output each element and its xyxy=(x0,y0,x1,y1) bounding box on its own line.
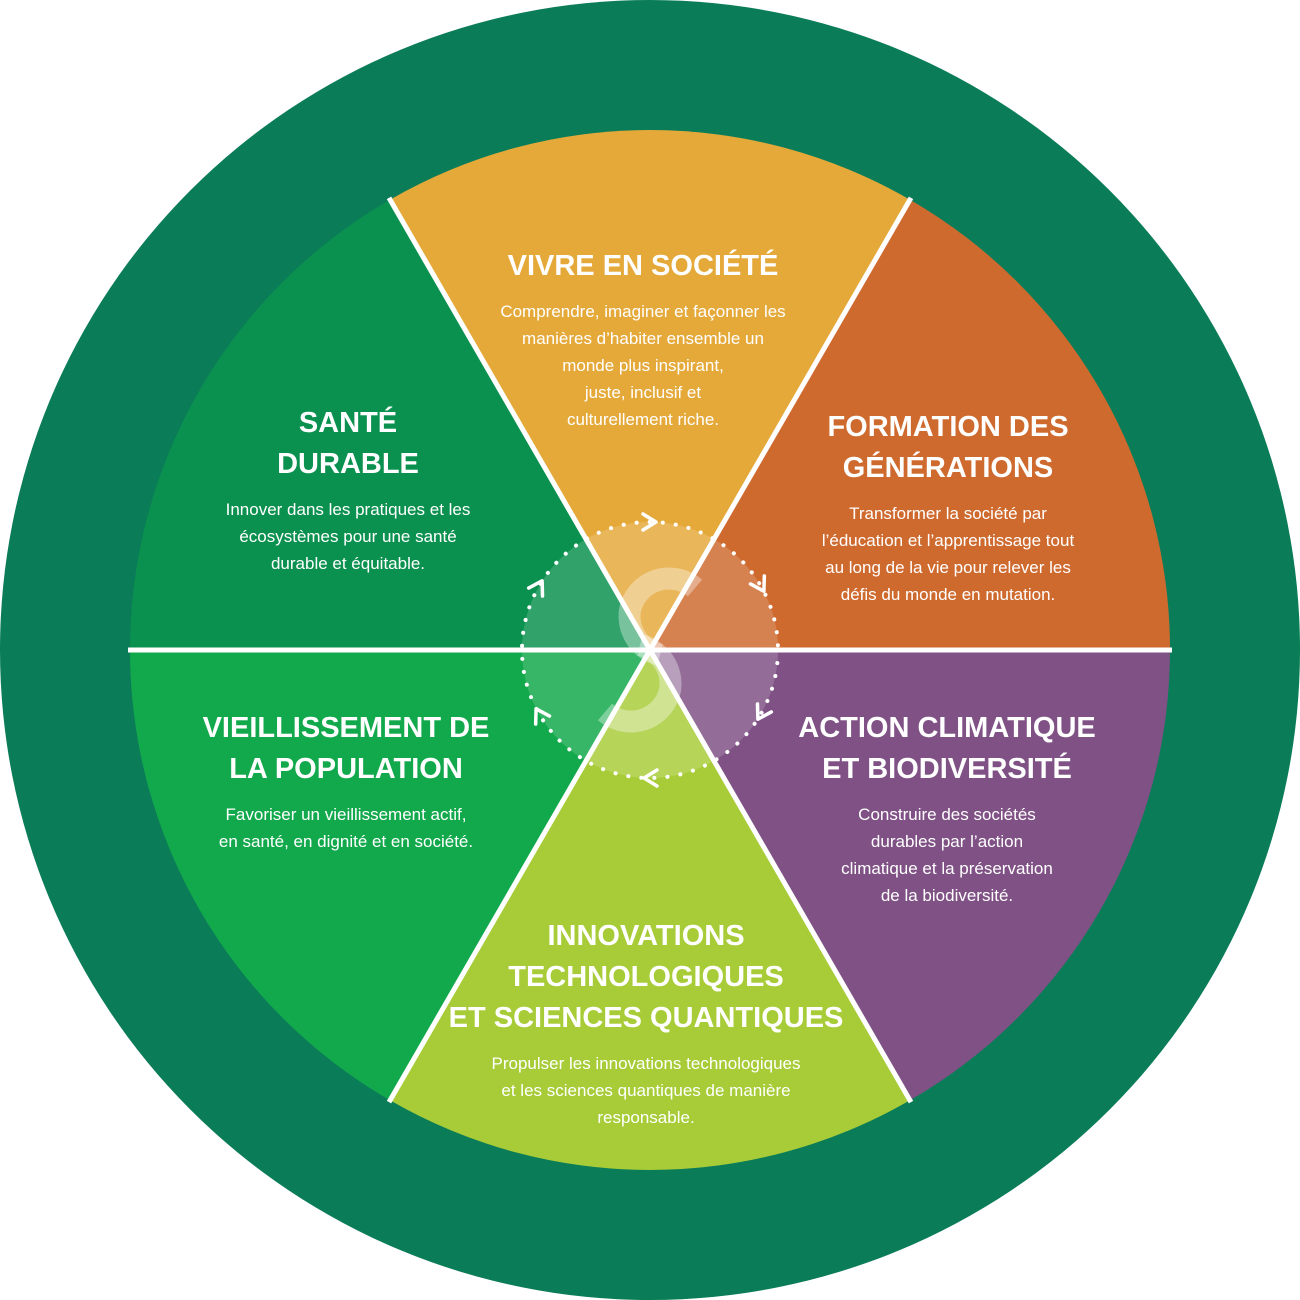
segment-description: et les sciences quantiques de manière xyxy=(501,1081,790,1100)
segment-description: monde plus inspirant, xyxy=(562,356,724,375)
segment-vieillissement-population xyxy=(130,650,650,1101)
center-logo-mark-icon xyxy=(597,567,703,733)
segment-description: Comprendre, imaginer et façonner les xyxy=(500,302,785,321)
segment-description: durables par l’action xyxy=(871,832,1023,851)
segment-description: culturellement riche. xyxy=(567,410,719,429)
segment-description: Transformer la société par xyxy=(849,504,1047,523)
segment-description: écosystèmes pour une santé xyxy=(239,527,456,546)
segment-title: DURABLE xyxy=(277,448,419,480)
segment-description: juste, inclusif et xyxy=(584,383,701,402)
segment-title: LA POPULATION xyxy=(229,753,463,785)
cycle-dotted-circle xyxy=(520,520,780,780)
segment-innovations-technologiques xyxy=(390,650,910,1170)
center-cycle xyxy=(520,512,780,788)
label-action-climatique: ACTION CLIMATIQUE ET BIODIVERSITÉ Construi… xyxy=(798,712,1096,905)
segment-description: durable et équitable. xyxy=(271,554,425,573)
segment-labels: VIVRE EN SOCIÉTÉ Comprendre, imaginer et … xyxy=(203,248,1096,1127)
segment-title: ET SCIENCES QUANTIQUES xyxy=(449,1002,844,1034)
cycle-arrow-icon xyxy=(642,768,659,788)
label-sante-durable: SANTÉ DURABLE Innover dans les pratiques e… xyxy=(226,405,471,573)
segment-description: l’éducation et l’apprentissage tout xyxy=(822,531,1075,550)
segment-title: INNOVATIONS xyxy=(547,920,744,952)
segment-title: TECHNOLOGIQUES xyxy=(508,961,784,993)
segment-description: Innover dans les pratiques et les xyxy=(226,500,471,519)
segment-description: défis du monde en mutation. xyxy=(841,585,1056,604)
cycle-arrow-icon xyxy=(526,579,545,598)
dividers-layer xyxy=(128,196,1172,1104)
label-vivre-en-societe: VIVRE EN SOCIÉTÉ Comprendre, imaginer et … xyxy=(500,248,785,429)
label-vieillissement-population: VIEILLISSEMENT DE LA POPULATION Favoriser … xyxy=(203,712,490,851)
segment-description: de la biodiversité. xyxy=(881,886,1013,905)
segment-description: Construire des sociétés xyxy=(858,805,1036,824)
segment-title: SANTÉ xyxy=(299,405,397,439)
cycle-arrow-icon xyxy=(641,512,658,532)
segment-description: au long de la vie pour relever les xyxy=(825,558,1071,577)
segment-formation-des-generations xyxy=(650,199,1170,650)
segment-description: Favoriser un vieillissement actif, xyxy=(226,805,467,824)
segment-vivre-en-societe xyxy=(390,130,910,650)
cycle-arrow-icon xyxy=(533,707,552,726)
segment-description: climatique et la préservation xyxy=(841,859,1053,878)
segment-title: VIEILLISSEMENT DE xyxy=(203,712,490,744)
segment-title: FORMATION DES xyxy=(827,411,1068,443)
segment-description: Propulser les innovations technologiques xyxy=(491,1054,800,1073)
cycle-arrow-icon xyxy=(748,574,767,593)
label-innovations-technologiques: INNOVATIONS TECHNOLOGIQUES ET SCIENCES QUA… xyxy=(449,920,844,1127)
segments-layer xyxy=(130,130,1170,1170)
segment-description: responsable. xyxy=(597,1108,694,1127)
segment-title: ACTION CLIMATIQUE xyxy=(798,712,1096,744)
center-disc xyxy=(522,522,778,778)
segment-description: en santé, en dignité et en société. xyxy=(219,832,473,851)
segment-action-climatique xyxy=(650,650,1170,1101)
segment-title: VIVRE EN SOCIÉTÉ xyxy=(508,248,779,282)
segment-title: GÉNÉRATIONS xyxy=(843,450,1054,484)
segment-title: ET BIODIVERSITÉ xyxy=(822,751,1072,785)
cycle-arrow-icon xyxy=(755,702,774,721)
segment-sante-durable xyxy=(130,199,650,650)
label-formation-des-generations: FORMATION DES GÉNÉRATIONS Transformer la s… xyxy=(822,411,1075,604)
segment-description: manières d’habiter ensemble un xyxy=(522,329,764,348)
segment-divider xyxy=(386,196,914,1104)
